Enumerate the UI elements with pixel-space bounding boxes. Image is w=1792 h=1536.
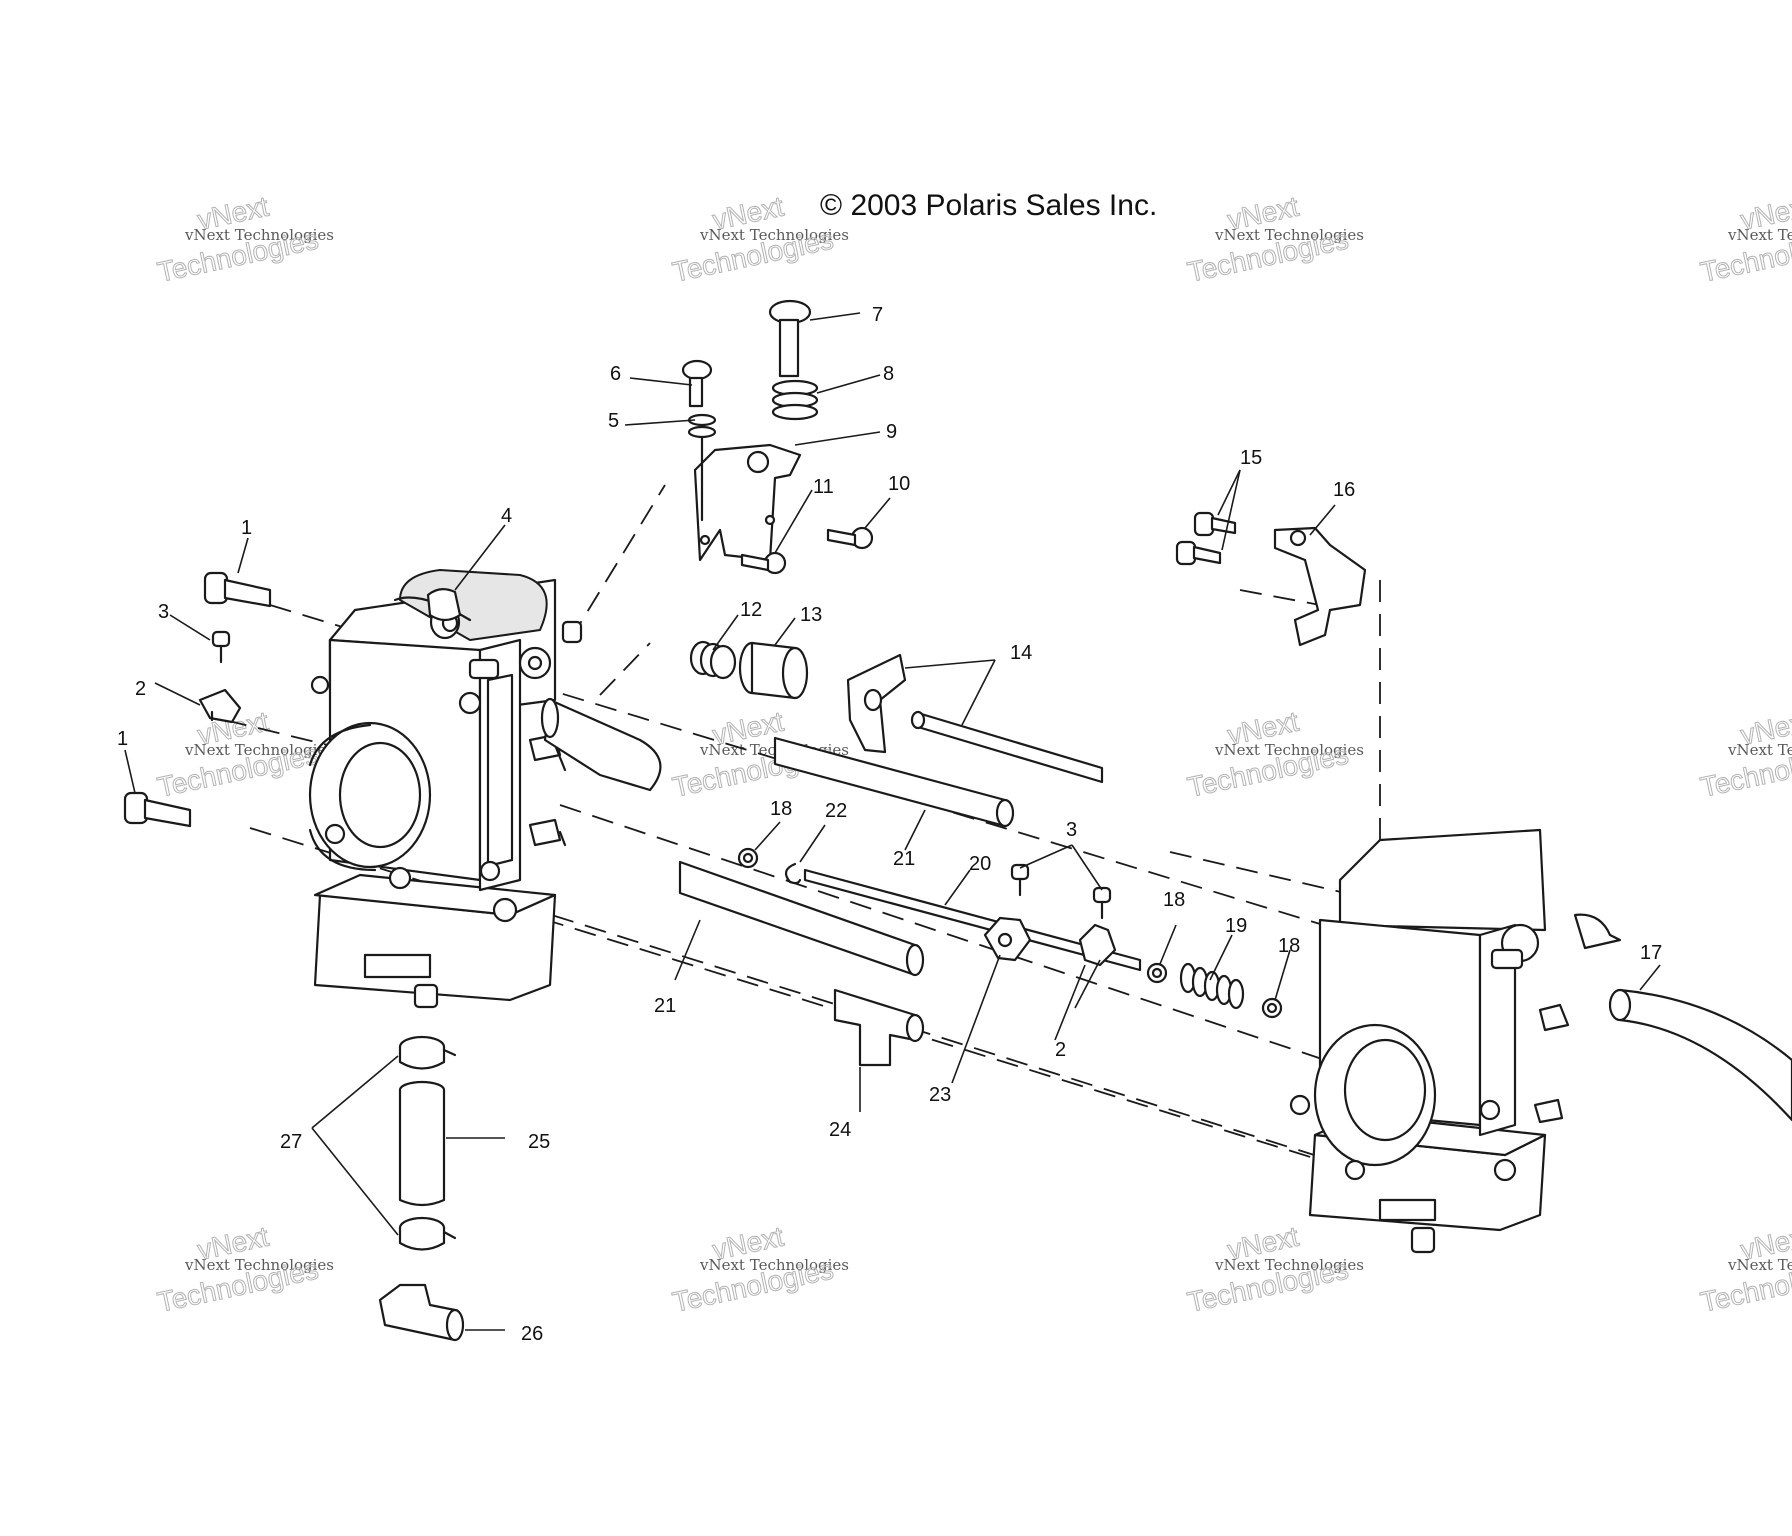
watermark-caption: vNext Technologies — [1727, 1256, 1792, 1274]
part-22-clip — [784, 862, 802, 885]
callout-21-lower: 21 — [654, 995, 676, 1017]
callout-numbers: 1 1 2 2 3 3 4 5 6 7 8 9 10 11 12 13 14 1… — [117, 304, 1662, 1345]
callout-16: 16 — [1333, 479, 1355, 501]
left-carburetor — [308, 569, 583, 1009]
part-15-screw-lower — [1175, 540, 1222, 566]
callout-8: 8 — [883, 363, 894, 385]
part-3-screw-center-a — [1010, 863, 1030, 897]
callout-5: 5 — [608, 410, 619, 432]
watermark-caption: vNext Technologies — [1727, 226, 1792, 244]
part-2-clip-left — [198, 688, 242, 724]
callout-24: 24 — [829, 1119, 851, 1141]
part-9-bracket — [693, 443, 802, 562]
watermark-caption: vNext Technologies — [184, 226, 334, 244]
part-18-washer-right — [1261, 997, 1283, 1019]
leader-lines — [124, 312, 1661, 1331]
part-2-clip-center — [1078, 923, 1117, 967]
part-15-screw-upper — [1193, 511, 1237, 537]
copyright-title: © 2003 Polaris Sales Inc. — [820, 189, 1157, 222]
callout-19: 19 — [1225, 915, 1247, 937]
part-18-washer-left — [737, 847, 759, 869]
callout-15: 15 — [1240, 447, 1262, 469]
part-1-screw-upper — [203, 571, 272, 608]
callout-22: 22 — [825, 800, 847, 822]
watermark-caption: vNext Technologies — [1214, 741, 1364, 759]
callout-26: 26 — [521, 1323, 543, 1345]
part-5-spring — [687, 413, 717, 522]
callout-27: 27 — [280, 1131, 302, 1153]
callout-13: 13 — [800, 604, 822, 626]
callout-3-center: 3 — [1066, 819, 1077, 841]
part-1-screw-lower — [123, 791, 192, 828]
watermark-caption: vNext Technologies — [1727, 741, 1792, 759]
part-26-tee — [378, 1283, 465, 1342]
part-3-screw-center-b — [1092, 886, 1112, 920]
watermark-caption: vNext Technologies — [184, 1256, 334, 1274]
part-14-cam — [846, 653, 907, 754]
hardware-parts — [123, 299, 1792, 1342]
part-18-washer-mid — [1146, 962, 1168, 984]
part-6-screw — [681, 359, 713, 408]
callout-17: 17 — [1640, 942, 1662, 964]
callout-14: 14 — [1010, 642, 1032, 664]
part-24-tee — [833, 988, 925, 1067]
watermark-caption: vNext Technologies — [1214, 226, 1364, 244]
callout-20: 20 — [969, 853, 991, 875]
callout-23: 23 — [929, 1084, 951, 1106]
callout-3-left: 3 — [158, 601, 169, 623]
callout-2-center: 2 — [1055, 1039, 1066, 1061]
watermark-caption: vNext Technologies — [184, 741, 334, 759]
callout-25: 25 — [528, 1131, 550, 1153]
watermark-caption: vNext Technologies — [1214, 1256, 1364, 1274]
watermark-caption: vNext Technologies — [699, 226, 849, 244]
callout-11: 11 — [813, 476, 834, 498]
part-12-spring — [689, 640, 737, 680]
callout-12: 12 — [740, 599, 762, 621]
hose-short — [540, 697, 662, 792]
callout-18-right: 18 — [1278, 935, 1300, 957]
part-21-tube-lower — [678, 860, 925, 977]
callout-2-left: 2 — [135, 678, 146, 700]
part-3-screw-left — [211, 630, 231, 664]
part-16-bracket — [1273, 526, 1367, 647]
part-23-lever — [983, 916, 1032, 962]
callout-4: 4 — [501, 505, 512, 527]
callout-1-lower: 1 — [117, 728, 128, 750]
watermark-caption: vNext Technologies — [699, 1256, 849, 1274]
part-21-tube-upper — [773, 736, 1015, 828]
part-7-screw — [768, 299, 812, 378]
part-10-screw — [826, 526, 874, 550]
part-13-bushing — [738, 641, 809, 700]
part-17-hose — [1608, 988, 1792, 1122]
part-20-shaft — [803, 868, 1142, 972]
part-8-spring — [771, 379, 819, 421]
right-carburetor — [1289, 828, 1622, 1254]
callout-18-mid: 18 — [1163, 889, 1185, 911]
callout-1-upper: 1 — [241, 517, 252, 539]
part-25-tube — [398, 1080, 446, 1207]
part-4-bushing — [426, 588, 462, 622]
part-14-shaft — [910, 710, 1104, 784]
callout-6: 6 — [610, 363, 621, 385]
callout-18-left: 18 — [770, 798, 792, 820]
part-11-screw — [740, 551, 787, 575]
callout-7: 7 — [872, 304, 883, 326]
part-27-clamp-upper — [398, 1035, 457, 1070]
part-27-clamp-lower — [398, 1216, 457, 1251]
callout-21-upper: 21 — [893, 848, 915, 870]
callout-9: 9 — [886, 421, 897, 443]
callout-10: 10 — [888, 473, 910, 495]
part-19-spring — [1179, 962, 1245, 1010]
